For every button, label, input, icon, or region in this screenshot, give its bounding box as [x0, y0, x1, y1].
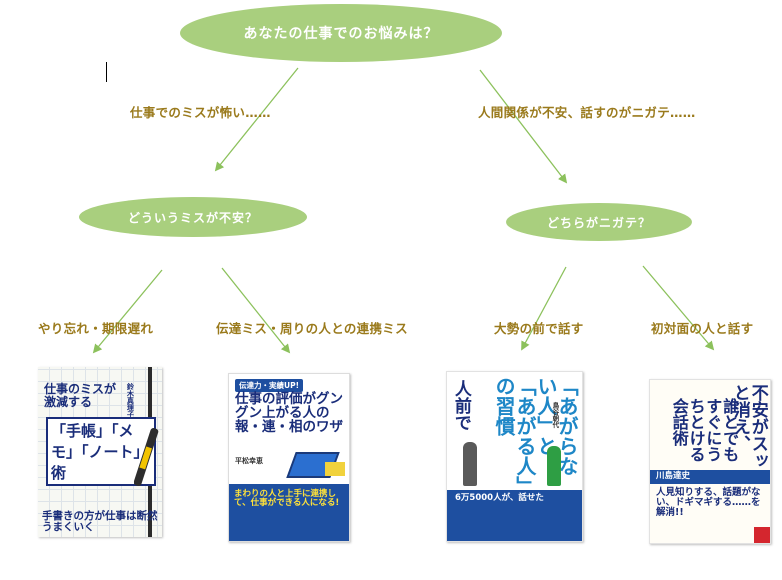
book1-title-boxes: 「手帳」「メモ」「ノート」術	[46, 417, 156, 486]
branch-label-mistakes: 仕事でのミスが怖い……	[130, 105, 271, 120]
arrow-left-leaf1	[92, 269, 163, 354]
book-cover-speaking[interactable]: 人前で 「あがらない人」と「あがる人」の習慣 鳥谷朝代 6万5000人が、話せた	[446, 371, 583, 542]
book4-title-top: 不安がスッと消え、	[729, 384, 768, 469]
notepad-icon	[325, 462, 345, 476]
book1-title-top: 仕事のミスが激減する	[44, 382, 117, 409]
book2-title: 仕事の評価がグングン上がる人の報・連・相のワザ	[235, 391, 343, 436]
arrow-right-leaf3	[521, 266, 567, 351]
arrow-left-leaf2	[221, 267, 291, 354]
arrow-root-left	[214, 67, 299, 172]
node-which-mistake: どういうミスが不安？	[79, 197, 307, 237]
book2-footer: まわりの人と上手に連携して、仕事ができる人になる!	[229, 484, 349, 541]
root-question-node: あなたの仕事でのお悩みは？	[180, 4, 502, 62]
branch-label-relationships: 人間関係が不安、話すのがニガテ……	[478, 105, 696, 120]
book3-author: 鳥谷朝代	[550, 402, 559, 428]
book4-title-main: 誰とでもすぐにうちとける会話術	[669, 398, 740, 462]
book3-footer: 6万5000人が、話せた	[447, 490, 582, 541]
arrow-right-leaf4	[642, 265, 715, 351]
book2-tag: 伝達力・実績UP!	[235, 379, 304, 392]
node-which-difficult: どちらがニガテ？	[506, 203, 692, 241]
book2-tagline: まわりの人と上手に連携して、仕事ができる人になる!	[234, 489, 340, 508]
book3-title-main: 「あがらない人」と「あがる人」の習慣	[492, 376, 579, 486]
text-cursor	[106, 62, 107, 82]
publisher-mark-icon	[754, 527, 770, 543]
book1-author: 鈴木真理子	[126, 383, 135, 418]
book2-author: 平松幸恵	[235, 457, 263, 465]
leaf-label-first-meeting: 初対面の人と話す	[651, 321, 754, 336]
book4-tagline: 人見知りする、話題がない、ドギマギする……を解消!!	[656, 487, 761, 518]
book-cover-report[interactable]: 伝達力・実績UP! 仕事の評価がグングン上がる人の報・連・相のワザ 平松幸恵 ま…	[228, 373, 350, 542]
book1-tagline: 手書きの方が仕事は断然うまくいく	[42, 510, 158, 534]
leaf-label-communication: 伝達ミス・周りの人との連携ミス	[216, 321, 408, 336]
book3-tagline: 6万5000人が、話せた	[455, 493, 544, 503]
book3-title-top: 人前で	[450, 380, 471, 431]
book4-band	[650, 470, 770, 484]
woman-figure-icon	[547, 446, 561, 486]
book-cover-notebook[interactable]: 仕事のミスが激減する 鈴木真理子 「手帳」「メモ」「ノート」術 手書きの方が仕事…	[38, 367, 162, 537]
book4-author: 川島達史	[656, 471, 691, 481]
man-figure-icon	[463, 442, 477, 486]
pen-icon	[134, 428, 159, 486]
leaf-label-forgetting: やり忘れ・期限遅れ	[38, 321, 154, 336]
arrow-root-right	[479, 69, 568, 184]
leaf-label-public-speaking: 大勢の前で話す	[494, 321, 584, 336]
book-cover-conversation[interactable]: 不安がスッと消え、 誰とでもすぐにうちとける会話術 川島達史 人見知りする、話題…	[649, 379, 771, 544]
